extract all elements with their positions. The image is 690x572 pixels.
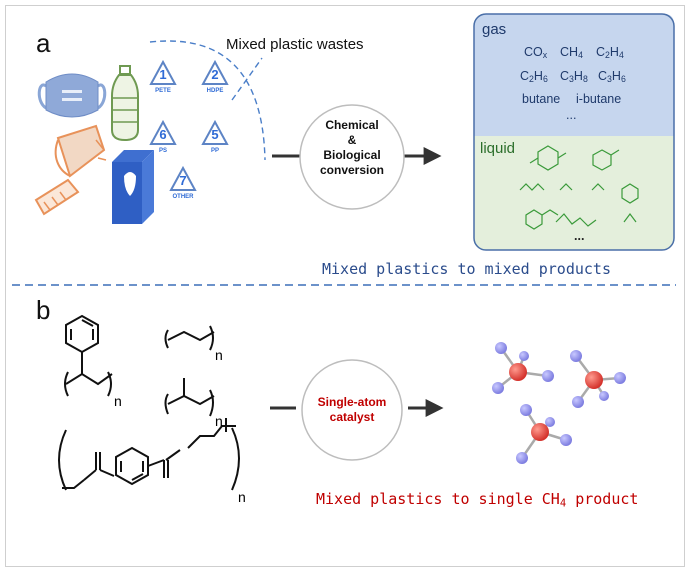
recycle-label-ps: PS [158,148,167,154]
gas-cox: COx [524,45,548,61]
methane-molecule-3 [516,404,572,464]
polyethylene-structure [164,325,215,351]
cup-icon [34,124,107,216]
liquid-structures [519,145,639,230]
recycle-icon-other [169,165,197,191]
gas-ch4: CH4 [560,45,583,61]
gas-c2h4: C2H4 [596,45,624,61]
bottle-icon [111,65,139,142]
recycle-label-pp: PP [210,148,219,154]
catalyst-line-1: Single-atom [317,395,387,409]
conversion-label: Chemical & Biological conversion [302,118,402,178]
conversion-line-4: conversion [319,163,385,177]
repeat-n-pet: n [238,489,246,505]
gas-butane: butane [522,92,561,106]
carton-icon [112,150,154,224]
face-mask-icon [37,73,107,118]
polystyrene-structure [64,314,113,397]
repeat-n-pp: n [215,413,223,429]
recycle-label-hdpe: HDPE [206,88,224,94]
recycle-code-5: 5 [211,127,219,142]
methane-molecule-2 [570,350,626,408]
gas-c3h8: C3H8 [560,69,588,85]
repeat-n-pe: n [215,347,223,363]
repeat-n-ps: n [114,393,122,409]
recycle-label-pete: PETE [155,88,171,94]
caption-b: Mixed plastics to single CH4 product [316,490,639,510]
conversion-line-2: & [347,133,357,147]
figure-frame [5,5,685,567]
recycle-code-2: 2 [211,67,219,82]
liquid-title: liquid [480,140,516,157]
conversion-line-1: Chemical [325,118,379,132]
recycle-icon-hdpe [201,59,229,85]
recycle-label-other: OTHER [172,194,194,200]
wastes-pointer-line [231,57,263,101]
gas-c2h6: C2H6 [520,69,548,85]
conversion-circle [299,104,405,210]
recycle-code-7: 7 [179,173,187,188]
liquid-more: ... [574,229,585,243]
recycle-icon-ps [149,119,177,145]
gas-title: gas [482,21,507,38]
recycle-code-1: 1 [159,67,167,82]
gas-c3h6: C3H6 [598,69,626,85]
methane-molecule-1 [492,342,554,394]
catalyst-circle [301,359,403,461]
gas-ibutane: i-butane [576,92,622,106]
conversion-line-3: Biological [323,148,381,162]
recycle-icon-pete [149,59,177,85]
panel-a-label: a [36,28,51,58]
recycle-icon-pp [201,119,229,145]
pet-structure [58,418,240,491]
mixed-plastic-wastes-label: Mixed plastic wastes [226,36,364,53]
recycle-symbols [149,59,229,191]
panel-b-label: b [36,295,51,325]
catalyst-line-2: catalyst [329,410,375,424]
catalyst-label: Single-atom catalyst [302,395,402,425]
caption-a: Mixed plastics to mixed products [322,260,611,278]
wastes-dashed-arc [149,40,266,161]
recycle-code-6: 6 [159,127,167,142]
polypropylene-structure [164,378,215,417]
gas-more: ... [566,108,577,122]
